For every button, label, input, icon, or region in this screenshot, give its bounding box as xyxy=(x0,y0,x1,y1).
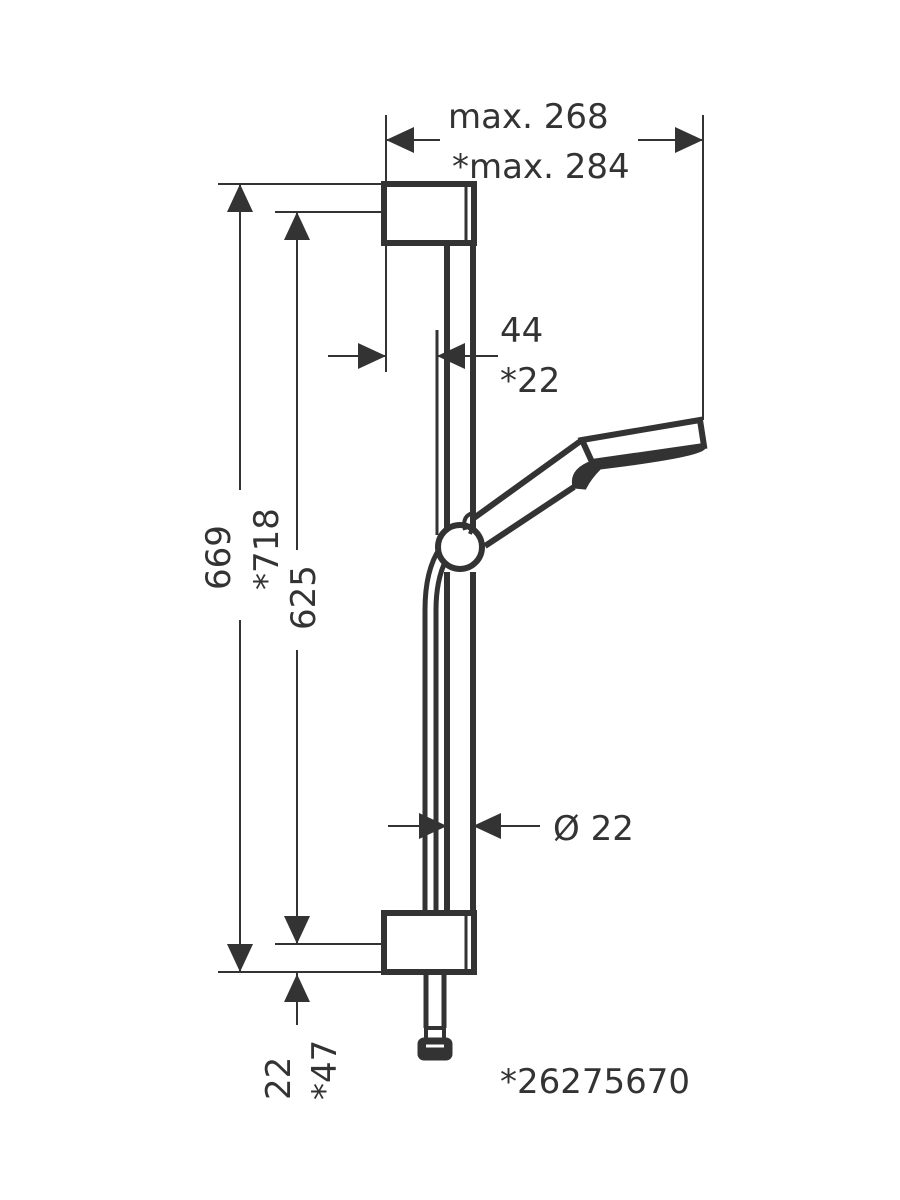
arrow-icon xyxy=(473,813,501,839)
arrow-icon xyxy=(284,212,310,240)
arrow-icon xyxy=(358,343,386,369)
arrow-icon xyxy=(227,184,253,212)
arrow-icon xyxy=(284,916,310,944)
hand-shower xyxy=(435,416,708,572)
arrow-icon xyxy=(675,127,703,153)
arrow-icon xyxy=(284,974,310,1002)
dimension-width: max. 268 *max. 284 xyxy=(385,97,704,420)
shower-holder xyxy=(435,522,485,572)
shower-rail xyxy=(381,181,477,975)
arrow-icon xyxy=(437,343,465,369)
arrow-icon xyxy=(227,944,253,972)
rail-diameter-label: Ø 22 xyxy=(553,809,634,849)
bottom-offset-label: 22 xyxy=(259,1057,299,1100)
arrow-icon xyxy=(386,127,414,153)
bracket-depth-alt-label: *22 xyxy=(500,361,560,401)
bottom-wall-bracket xyxy=(381,910,477,975)
dimension-total-height: 669 *718 xyxy=(199,183,384,973)
rail-length-label: 625 xyxy=(284,565,324,630)
bracket-depth-label: 44 xyxy=(500,311,543,351)
dimension-bracket-depth: 44 *22 xyxy=(328,243,560,401)
width-max-alt-label: *max. 284 xyxy=(452,147,630,187)
dimension-bottom-offset: 22 *47 xyxy=(259,972,345,1100)
arrow-icon xyxy=(419,813,447,839)
width-max-label: max. 268 xyxy=(448,97,609,137)
dimension-rail-length: 625 xyxy=(275,211,384,945)
bottom-offset-alt-label: *47 xyxy=(305,1040,345,1100)
total-height-label: 669 xyxy=(199,525,239,590)
total-height-alt-label: *718 xyxy=(247,508,287,590)
dimension-rail-diameter: Ø 22 xyxy=(388,809,634,849)
top-wall-bracket xyxy=(381,181,477,246)
article-number-note: *26275670 xyxy=(500,1062,690,1102)
